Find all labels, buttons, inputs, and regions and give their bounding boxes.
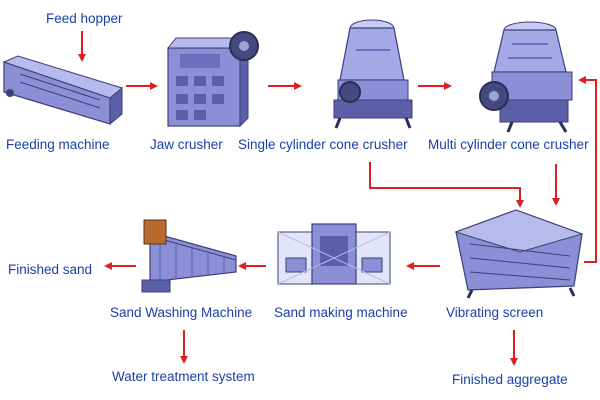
multi-cylinder-crusher bbox=[479, 21, 573, 133]
vibrating-screen-label: Vibrating screen bbox=[446, 305, 544, 320]
sand-washing-machine bbox=[141, 219, 237, 293]
feeding-machine bbox=[2, 55, 124, 126]
multi-cylinder-label: Multi cylinder cone crusher bbox=[428, 137, 589, 152]
sand-making-machine bbox=[277, 223, 391, 285]
sand-making-label: Sand making machine bbox=[274, 305, 408, 320]
finished-sand-label: Finished sand bbox=[8, 262, 93, 277]
jaw-crusher bbox=[166, 31, 259, 128]
finished-aggregate-label: Finished aggregate bbox=[452, 372, 568, 387]
water-treatment-label: Water treatment system bbox=[112, 369, 255, 384]
single-cylinder-crusher bbox=[333, 19, 413, 129]
sand-washing-label: Sand Washing Machine bbox=[110, 305, 253, 320]
feeding-machine-label: Feeding machine bbox=[6, 137, 110, 152]
feed-hopper-label: Feed hopper bbox=[46, 11, 123, 26]
vibrating-screen bbox=[454, 209, 584, 299]
jaw-crusher-label: Jaw crusher bbox=[150, 137, 223, 152]
single-cylinder-label: Single cylinder cone crusher bbox=[238, 137, 408, 152]
arrow-single-to-screen bbox=[369, 162, 524, 208]
arrow-screen-return-loop bbox=[578, 76, 597, 263]
